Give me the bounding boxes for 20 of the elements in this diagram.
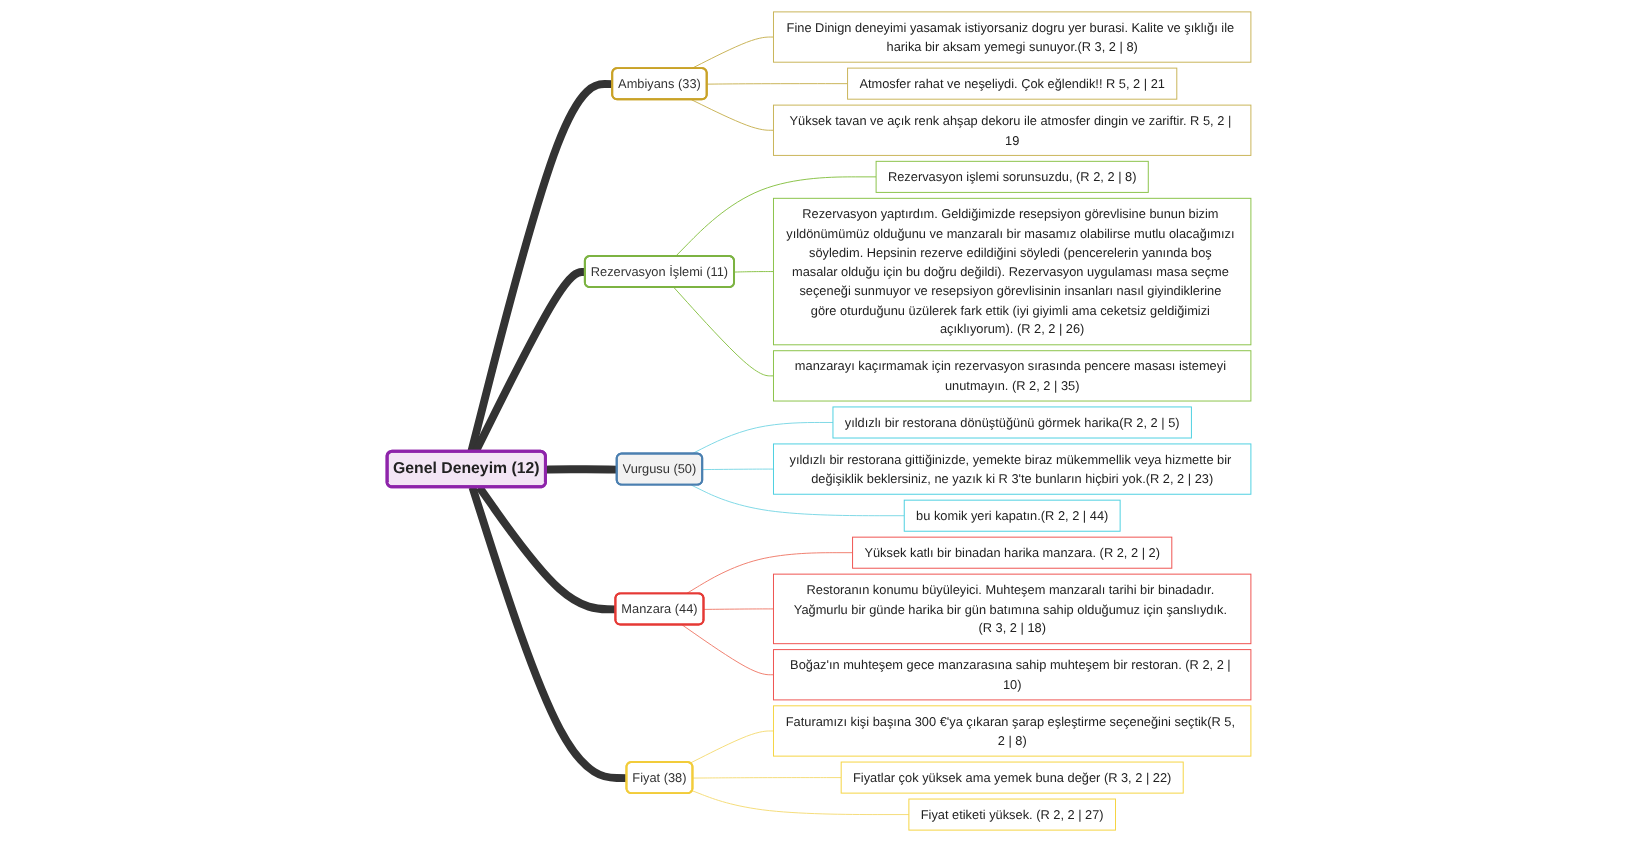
- connector: [734, 271, 774, 273]
- connector: [673, 287, 774, 377]
- connector: [472, 268, 586, 454]
- connector: [690, 99, 774, 131]
- connector: [689, 730, 774, 764]
- connector: [691, 790, 910, 816]
- connector: [468, 486, 627, 783]
- connector: [690, 422, 834, 455]
- connector: [685, 552, 854, 595]
- connector: [476, 485, 616, 614]
- connector: [690, 36, 774, 70]
- connector: [706, 83, 849, 85]
- connector: [702, 468, 774, 471]
- connector: [467, 80, 613, 453]
- connector: [681, 624, 774, 676]
- connector: [674, 176, 877, 257]
- connector: [692, 777, 842, 779]
- connector: [703, 608, 774, 610]
- connector: [690, 484, 905, 517]
- connector: [545, 465, 618, 474]
